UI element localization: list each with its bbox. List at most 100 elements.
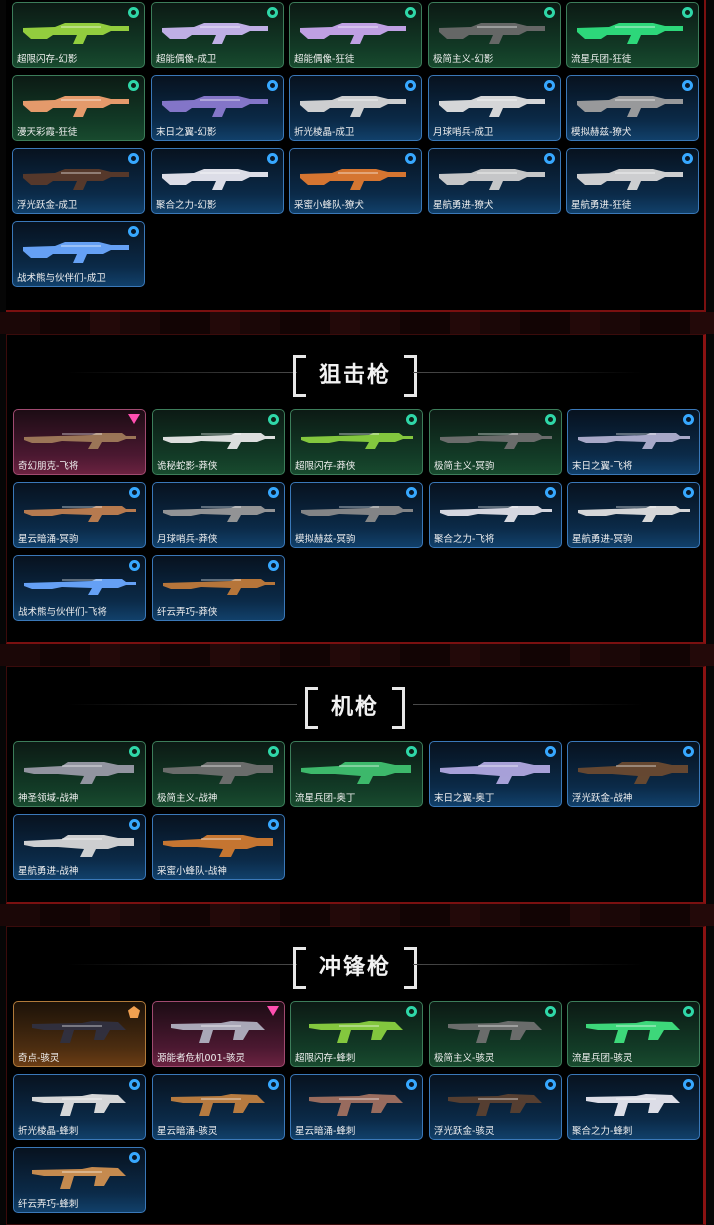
skin-card[interactable]: 末日之翼-飞将 <box>567 409 700 475</box>
skin-name: 极简主义-战神 <box>157 793 218 804</box>
skin-card[interactable]: 月球哨兵-莽侠 <box>152 482 285 548</box>
skin-card[interactable]: 超限闪存-幻影 <box>12 2 145 68</box>
weapon-image <box>161 829 277 859</box>
skin-card[interactable]: 折光棱晶-蜂刺 <box>13 1074 146 1140</box>
section-title: 狙击枪 <box>318 362 391 388</box>
skin-name: 星云暗涌-蜂刺 <box>295 1126 356 1137</box>
weapon-image <box>22 424 138 454</box>
tier-triangle-icon <box>267 1006 279 1016</box>
skin-card[interactable]: 星云暗涌-冥驹 <box>13 482 146 548</box>
skin-card[interactable]: 超限闪存-莽侠 <box>290 409 423 475</box>
skin-card[interactable]: 聚合之力-蜂刺 <box>567 1074 700 1140</box>
weapon-image <box>161 424 277 454</box>
tier-ring-icon <box>128 7 139 18</box>
skin-card[interactable]: 奇幻朋克-飞将 <box>13 409 146 475</box>
skin-card[interactable]: 漫天彩霞-狂徒 <box>12 75 145 141</box>
skin-card[interactable]: 星航勇进-冥驹 <box>567 482 700 548</box>
weapon-image <box>21 236 137 266</box>
weapon-image <box>22 756 138 786</box>
skin-name: 月球哨兵-成卫 <box>433 127 494 138</box>
weapon-image <box>22 1089 138 1119</box>
section-divider <box>0 312 714 334</box>
skin-card[interactable]: 聚合之力-飞将 <box>429 482 562 548</box>
skin-card[interactable]: 月球哨兵-成卫 <box>428 75 561 141</box>
weapon-image <box>438 1016 554 1046</box>
skin-card[interactable]: 流星兵团-骇灵 <box>567 1001 700 1067</box>
skin-card[interactable]: 星云暗涌-蜂刺 <box>290 1074 423 1140</box>
skin-name: 战术熊与伙伴们-飞将 <box>18 607 107 618</box>
weapon-image <box>576 1016 692 1046</box>
tier-ring-icon <box>406 746 417 757</box>
skin-name: 漫天彩霞-狂徒 <box>17 127 78 138</box>
skin-card[interactable]: 诡秘蛇影-莽侠 <box>152 409 285 475</box>
skin-card[interactable]: 超限闪存-蜂刺 <box>290 1001 423 1067</box>
weapon-image <box>299 497 415 527</box>
skin-card[interactable]: 浮光跃金-骇灵 <box>429 1074 562 1140</box>
skin-card[interactable]: 奇点-骇灵 <box>13 1001 146 1067</box>
weapon-image <box>161 497 277 527</box>
skin-name: 聚合之力-幻影 <box>156 200 217 211</box>
weapon-image <box>299 756 415 786</box>
skin-name: 折光棱晶-蜂刺 <box>18 1126 79 1137</box>
skin-card[interactable]: 极简主义-战神 <box>152 741 285 807</box>
tier-triangle-icon <box>128 414 140 424</box>
skin-name: 浮光跃金-战神 <box>572 793 633 804</box>
skin-name: 采蜜小蜂队-战神 <box>157 866 227 877</box>
weapon-image <box>575 17 691 47</box>
skin-card[interactable]: 模拟赫兹-冥驹 <box>290 482 423 548</box>
skin-card[interactable]: 源能者危机001-骇灵 <box>152 1001 285 1067</box>
tier-ring-icon <box>267 153 278 164</box>
tier-ring-icon <box>682 153 693 164</box>
skin-card[interactable]: 极简主义-冥驹 <box>429 409 562 475</box>
skin-card[interactable]: 战术熊与伙伴们-飞将 <box>13 555 146 621</box>
skin-card[interactable]: 流星兵团-奥丁 <box>290 741 423 807</box>
weapon-image <box>437 163 553 193</box>
weapon-image <box>22 1162 138 1192</box>
weapon-image <box>160 17 276 47</box>
skin-card[interactable]: 超能偶像-成卫 <box>151 2 284 68</box>
header-line <box>413 704 643 705</box>
skin-card[interactable]: 星航勇进-獠犬 <box>428 148 561 214</box>
tier-ring-icon <box>544 153 555 164</box>
skin-card[interactable]: 极简主义-幻影 <box>428 2 561 68</box>
skin-name: 流星兵团-狂徒 <box>571 54 632 65</box>
skin-card[interactable]: 超能偶像-狂徒 <box>289 2 422 68</box>
skin-card[interactable]: 极简主义-骇灵 <box>429 1001 562 1067</box>
skin-card[interactable]: 模拟赫兹-獠犬 <box>566 75 699 141</box>
skin-card[interactable]: 末日之翼-奥丁 <box>429 741 562 807</box>
skin-name: 星航勇进-战神 <box>18 866 79 877</box>
skin-card[interactable]: 星航勇进-狂徒 <box>566 148 699 214</box>
skin-card[interactable]: 采蜜小蜂队-战神 <box>152 814 285 880</box>
weapon-image <box>160 163 276 193</box>
skin-name: 超能偶像-成卫 <box>156 54 217 65</box>
weapon-image <box>438 756 554 786</box>
tier-ring-icon <box>268 746 279 757</box>
skin-card[interactable]: 流星兵团-狂徒 <box>566 2 699 68</box>
tier-ring-icon <box>683 1006 694 1017</box>
bracket-left-icon <box>292 947 306 989</box>
tier-ring-icon <box>683 746 694 757</box>
section-title: 机枪 <box>330 694 379 720</box>
tier-ring-icon <box>129 746 140 757</box>
skin-card[interactable]: 纤云弄巧-蜂刺 <box>13 1147 146 1213</box>
skin-name: 星航勇进-狂徒 <box>571 200 632 211</box>
skin-card[interactable]: 浮光跃金-成卫 <box>12 148 145 214</box>
skin-name: 末日之翼-奥丁 <box>434 793 495 804</box>
weapon-image <box>21 163 137 193</box>
skin-card[interactable]: 神圣领域-战神 <box>13 741 146 807</box>
skin-card[interactable]: 浮光跃金-战神 <box>567 741 700 807</box>
skin-name: 流星兵团-奥丁 <box>295 793 356 804</box>
skin-card[interactable]: 星航勇进-战神 <box>13 814 146 880</box>
weapon-image <box>22 1016 138 1046</box>
skin-card[interactable]: 折光棱晶-成卫 <box>289 75 422 141</box>
tier-ring-icon <box>682 7 693 18</box>
skin-card[interactable]: 战术熊与伙伴们-成卫 <box>12 221 145 287</box>
tier-ring-icon <box>405 153 416 164</box>
skin-card[interactable]: 星云暗涌-骇灵 <box>152 1074 285 1140</box>
tier-ring-icon <box>267 80 278 91</box>
skin-card[interactable]: 纤云弄巧-莽侠 <box>152 555 285 621</box>
skin-card[interactable]: 末日之翼-幻影 <box>151 75 284 141</box>
weapon-image <box>299 424 415 454</box>
skin-card[interactable]: 采蜜小蜂队-獠犬 <box>289 148 422 214</box>
skin-card[interactable]: 聚合之力-幻影 <box>151 148 284 214</box>
